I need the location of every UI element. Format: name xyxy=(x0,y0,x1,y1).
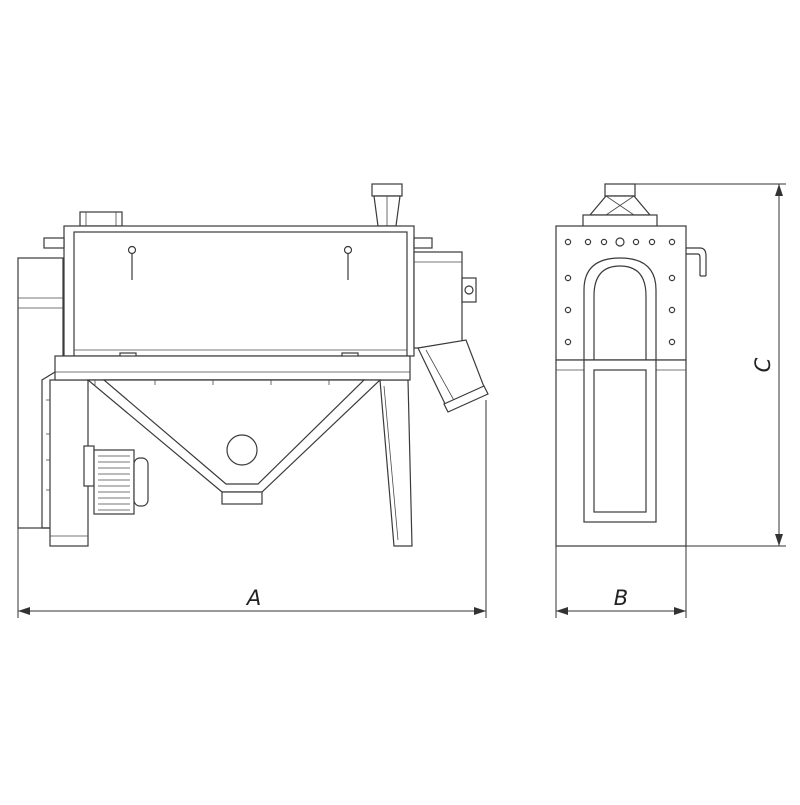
top-inlet-left xyxy=(79,211,123,227)
right-drive-housing xyxy=(413,251,489,413)
dimension-b: B xyxy=(555,546,687,618)
hopper-frame xyxy=(54,355,411,505)
dimension-a: A xyxy=(17,400,487,618)
top-inlet-right xyxy=(371,183,403,227)
side-housing xyxy=(555,225,707,361)
door-handle-left xyxy=(127,245,137,280)
dimension-c: C xyxy=(635,183,786,547)
side-frame xyxy=(555,359,687,547)
dimension-b-label: B xyxy=(614,586,628,610)
dimension-a-label: A xyxy=(245,586,261,610)
electric-motor xyxy=(83,445,149,515)
top-inlet-side xyxy=(582,183,658,228)
right-leg xyxy=(379,379,413,547)
dimension-c-label: C xyxy=(751,357,775,372)
door-handle-right xyxy=(343,245,353,280)
side-view xyxy=(555,183,707,547)
main-housing xyxy=(43,225,433,359)
front-view xyxy=(17,183,489,547)
